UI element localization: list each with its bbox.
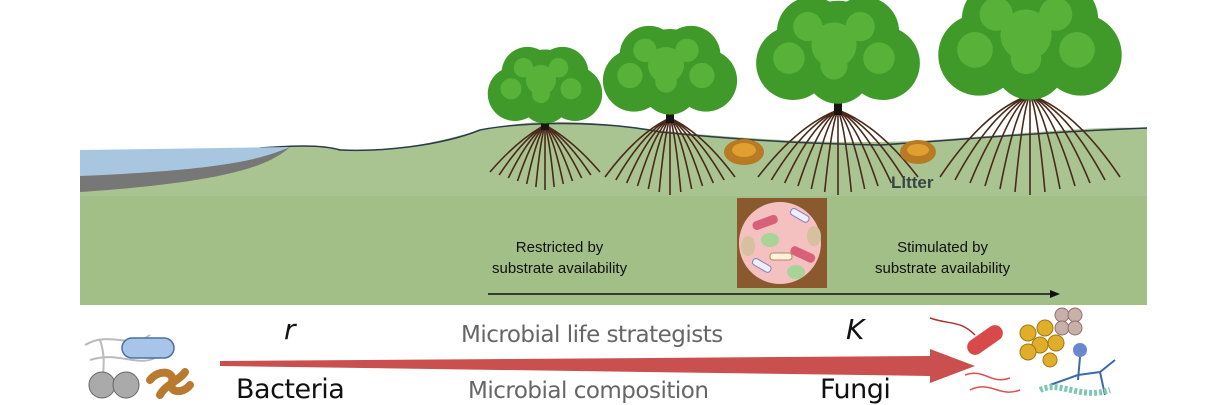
restricted-line-2: substrate availability [492,260,628,277]
ground [80,121,1147,196]
stimulated-note: Stimulated by substrate availability [875,237,1010,279]
composition-label: Microbial composition [468,378,709,404]
life-strategists-label: Microbial life strategists [461,322,723,348]
water [80,147,290,176]
bacteria-label: Bacteria [236,374,345,405]
restricted-line-1: Restricted by [515,239,604,256]
mangrove-tree-3 [756,0,920,195]
bacteria-icon [84,334,194,399]
turtle-2 [900,140,936,164]
turtle-1 [724,139,764,165]
substrate-arrow [488,290,1060,298]
restricted-note: Restricted by substrate availability [492,237,627,279]
strategy-arrow [220,349,975,383]
fungi-icon [929,307,1116,396]
litter-label: Litter [891,173,934,192]
fungi-label: Fungi [820,374,891,405]
ground-line [259,122,1148,152]
r-strategist-label: r [284,313,296,346]
mangrove-tree-4 [938,0,1122,195]
k-strategist-label: K [846,313,865,346]
microbe-inset [737,198,827,288]
stimulated-line-1: Stimulated by [897,239,988,256]
shore [80,147,290,192]
mangrove-tree-2 [602,25,738,195]
mangrove-tree-1 [487,46,603,190]
stimulated-line-2: substrate availability [875,260,1011,277]
lower-soil-band [80,195,1147,305]
